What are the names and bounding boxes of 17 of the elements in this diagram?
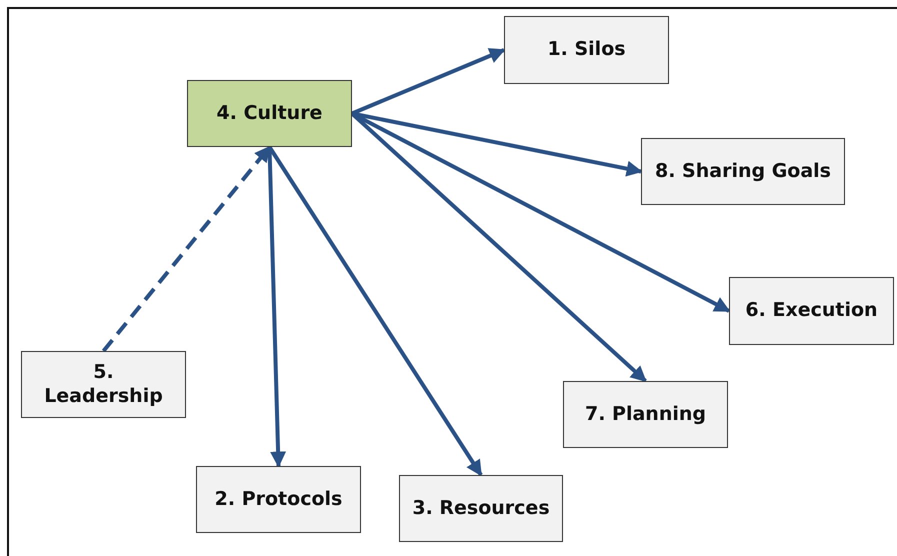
process-box bbox=[196, 466, 361, 533]
box-label: 1. Silos bbox=[547, 38, 626, 62]
process-box bbox=[504, 16, 669, 84]
box-label: 2. Protocols bbox=[214, 488, 342, 512]
box-label: 7. Planning bbox=[584, 402, 706, 426]
process-box bbox=[187, 80, 352, 147]
box-label: 6. Execution bbox=[745, 299, 878, 323]
arrow bbox=[351, 48, 506, 116]
process-box bbox=[563, 381, 728, 448]
process-box bbox=[21, 351, 186, 418]
process-box bbox=[641, 138, 845, 205]
box-label: 4. Culture bbox=[216, 102, 322, 126]
box-label: 8. Sharing Goals bbox=[654, 160, 831, 184]
box-label: 5. Leadership bbox=[43, 360, 164, 408]
box-label: 3. Resources bbox=[412, 496, 550, 520]
process-box bbox=[399, 475, 563, 542]
process-box bbox=[729, 277, 894, 345]
